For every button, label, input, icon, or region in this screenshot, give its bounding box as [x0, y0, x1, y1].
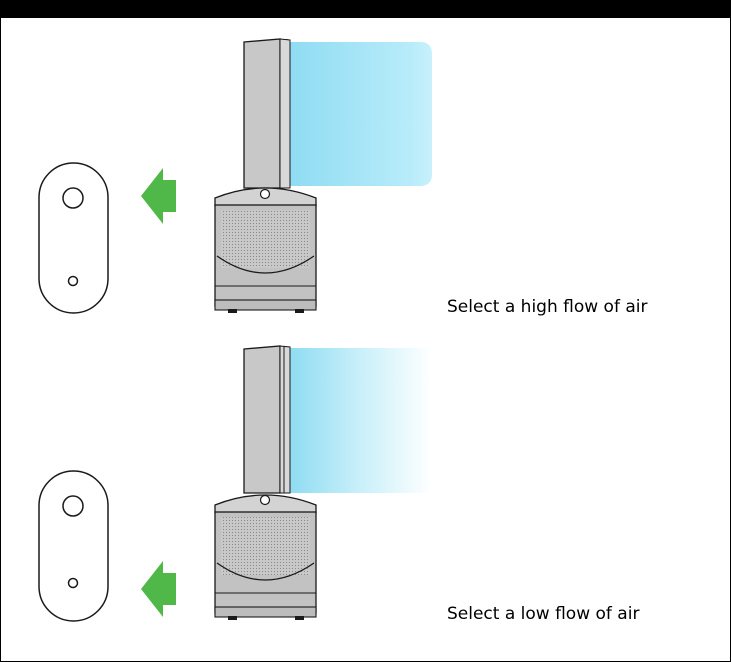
- top-border-bar: [0, 0, 731, 18]
- remote-control-icon: [38, 162, 109, 314]
- arrow-left-icon: [141, 168, 176, 224]
- arrow-left-icon: [141, 561, 176, 617]
- air-purifier-icon: [214, 345, 317, 620]
- airflow-low: [290, 348, 432, 493]
- remote-control-icon: [38, 470, 109, 622]
- panel-low-airflow: [38, 345, 432, 622]
- air-purifier-icon: [214, 38, 317, 313]
- caption-high-flow: Select a high flow of air: [447, 297, 648, 317]
- airflow-high: [290, 42, 432, 186]
- caption-low-flow: Select a low flow of air: [447, 604, 640, 624]
- panel-high-airflow: [38, 38, 432, 314]
